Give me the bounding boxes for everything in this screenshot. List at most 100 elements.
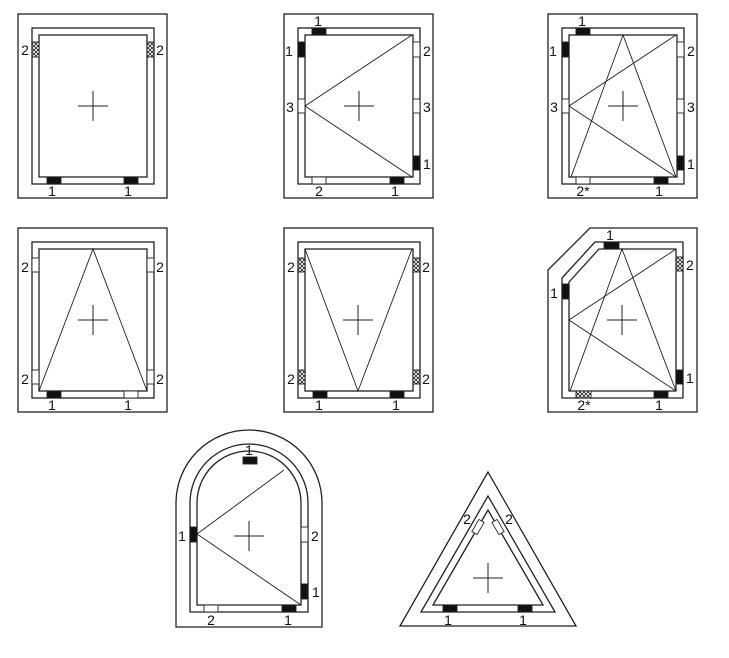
- hardware-label: 3: [286, 99, 294, 115]
- hatched-block: [412, 369, 421, 385]
- open-block: [491, 518, 505, 536]
- hardware-label: 2: [21, 259, 29, 275]
- hinge-block: [300, 583, 309, 600]
- opening-indicator-turn: [568, 248, 677, 392]
- open-block: [203, 604, 219, 613]
- outer-wall: [175, 429, 323, 628]
- hardware-label: 1: [178, 528, 186, 544]
- window-frame: [189, 443, 309, 613]
- hardware-label: 2: [156, 42, 164, 58]
- hinge-block: [389, 176, 405, 185]
- hardware-label: 2: [287, 371, 295, 387]
- hardware-label: 1: [284, 612, 292, 628]
- window-sash: [196, 450, 302, 606]
- center-cross-icon: [473, 563, 503, 593]
- hinge-block: [189, 526, 198, 543]
- hinge-block: [281, 604, 297, 613]
- open-block: [146, 369, 155, 385]
- open-block: [471, 518, 485, 536]
- center-cross-icon: [343, 305, 373, 335]
- hatched-block: [297, 369, 306, 385]
- window-frame: [561, 241, 684, 399]
- hardware-label: 3: [423, 99, 431, 115]
- outer-wall: [17, 227, 168, 413]
- open-block: [300, 526, 309, 543]
- hardware-label: 1: [606, 227, 614, 243]
- hinge-block: [676, 155, 685, 171]
- center-cross-icon: [344, 91, 374, 121]
- hardware-label: 1: [391, 183, 399, 199]
- hinge-block: [242, 456, 258, 465]
- hardware-label: 2: [422, 259, 430, 275]
- opening-indicator-turn: [568, 34, 677, 178]
- center-cross-icon: [234, 521, 264, 551]
- hardware-label: 2*: [576, 183, 590, 199]
- open-block: [31, 369, 40, 385]
- hardware-label: 1: [444, 612, 452, 628]
- hardware-label: 1: [124, 397, 132, 413]
- open-block: [123, 390, 139, 399]
- hardware-label: 1: [549, 43, 557, 59]
- hatched-block: [31, 41, 40, 58]
- outer-wall: [283, 227, 434, 413]
- hatched-block: [575, 390, 592, 399]
- open-block: [31, 257, 40, 273]
- hardware-label: 1: [285, 43, 293, 59]
- hardware-label: 1: [48, 397, 56, 413]
- hardware-label: 1: [686, 370, 694, 386]
- hardware-label: 3: [550, 99, 558, 115]
- hinge-block: [575, 27, 591, 36]
- opening-indicator-tilt: [569, 247, 677, 392]
- outer-wall: [547, 227, 698, 413]
- center-cross-icon: [78, 91, 108, 121]
- opening-indicator-tilt: [570, 33, 677, 178]
- hardware-label: 2: [687, 43, 695, 59]
- hardware-label: 2: [207, 612, 215, 628]
- hardware-label: 2*: [577, 397, 591, 413]
- hardware-label: 1: [550, 285, 558, 301]
- hinge-block: [675, 369, 684, 385]
- hardware-label: 1: [423, 156, 431, 172]
- hinge-block: [412, 155, 421, 171]
- hardware-label: 2: [311, 528, 319, 544]
- opening-indicator-turn: [196, 469, 302, 606]
- hardware-label: 1: [655, 397, 663, 413]
- hinge-block: [517, 604, 533, 613]
- hatched-block: [146, 41, 155, 58]
- window-sash: [431, 508, 545, 606]
- window-sash: [304, 248, 414, 392]
- open-block: [575, 176, 591, 185]
- hardware-label: 2: [686, 257, 694, 273]
- center-cross-icon: [78, 305, 108, 335]
- hardware-label: 2: [505, 511, 513, 527]
- hinge-block: [311, 27, 327, 36]
- hardware-label: 2: [156, 259, 164, 275]
- window-sash: [38, 34, 148, 178]
- hardware-label: 1: [519, 612, 527, 628]
- center-cross-icon: [607, 305, 637, 335]
- outer-wall: [398, 470, 578, 627]
- hardware-label: 2: [287, 259, 295, 275]
- opening-indicator-turn: [304, 34, 413, 178]
- open-block: [412, 41, 421, 58]
- open-block: [676, 41, 685, 58]
- hardware-label: 1: [392, 397, 400, 413]
- open-block: [297, 98, 306, 114]
- hardware-label: 1: [578, 13, 586, 29]
- hardware-label: 1: [245, 442, 253, 458]
- center-cross-icon: [608, 91, 638, 121]
- hatched-block: [675, 256, 684, 272]
- hinge-block: [603, 241, 620, 250]
- open-block: [146, 257, 155, 273]
- outer-wall: [283, 13, 434, 199]
- hinge-block: [653, 390, 669, 399]
- outer-wall: [547, 13, 698, 199]
- hinge-block: [442, 604, 458, 613]
